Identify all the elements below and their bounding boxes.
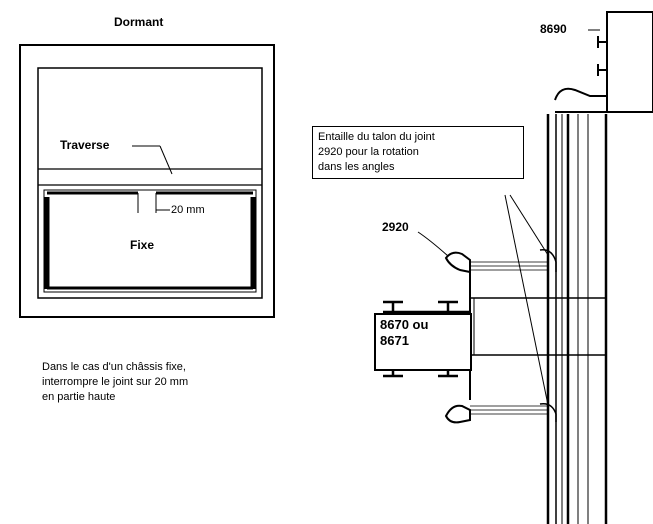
dormant-title: Dormant [114, 15, 164, 29]
profile-8670-bottom-flanges [383, 364, 470, 378]
profile-8690-body [606, 11, 653, 113]
fixed-frame-note: Dans le cas d'un châssis fixe, interromp… [42, 360, 188, 405]
traverse-leader-2 [159, 145, 173, 175]
profile-8690-label: 8690 [540, 22, 567, 36]
joint-2920-lower-fins [470, 405, 548, 415]
callout-line: Entaille du talon du joint [318, 131, 435, 143]
callout-line: dans les angles [318, 161, 395, 173]
gap-label: 20 mm [171, 204, 205, 216]
joint-2920-upper-fins [470, 261, 548, 271]
profile-8690-flange [597, 36, 607, 76]
callout-leader-2 [504, 194, 549, 406]
callout-leader-1 [509, 194, 549, 256]
profile-mid-line: 8671 [380, 333, 409, 348]
profile-8670-top-flanges [383, 300, 470, 314]
profile-8670-box: 8670 ou 8671 [374, 313, 472, 371]
joint-2920-label: 2920 [382, 220, 409, 234]
joint-label-leader [417, 231, 449, 257]
profile-mid-line: 8670 ou [380, 317, 429, 332]
notch-lower [539, 402, 557, 422]
joint-2920-upper [444, 251, 471, 274]
joint-2920-lower [444, 404, 471, 424]
traverse-label: Traverse [60, 138, 110, 152]
notch-upper [539, 249, 557, 272]
callout-line: 2920 pour la rotation [318, 146, 419, 158]
profile-8690-lip [554, 87, 607, 101]
section-detail [383, 11, 653, 524]
fixe-label: Fixe [130, 238, 155, 252]
note-line: interrompre le joint sur 20 mm [42, 376, 189, 388]
notch-callout-box: Entaille du talon du joint 2920 pour la … [312, 126, 524, 179]
note-line: Dans le cas d'un châssis fixe, [42, 361, 186, 373]
frame-elevation [19, 44, 275, 318]
note-line: en partie haute [42, 391, 116, 403]
fixe-panel [43, 189, 257, 293]
dormant-inner-frame [37, 67, 263, 299]
dormant-outer-frame [19, 44, 275, 318]
